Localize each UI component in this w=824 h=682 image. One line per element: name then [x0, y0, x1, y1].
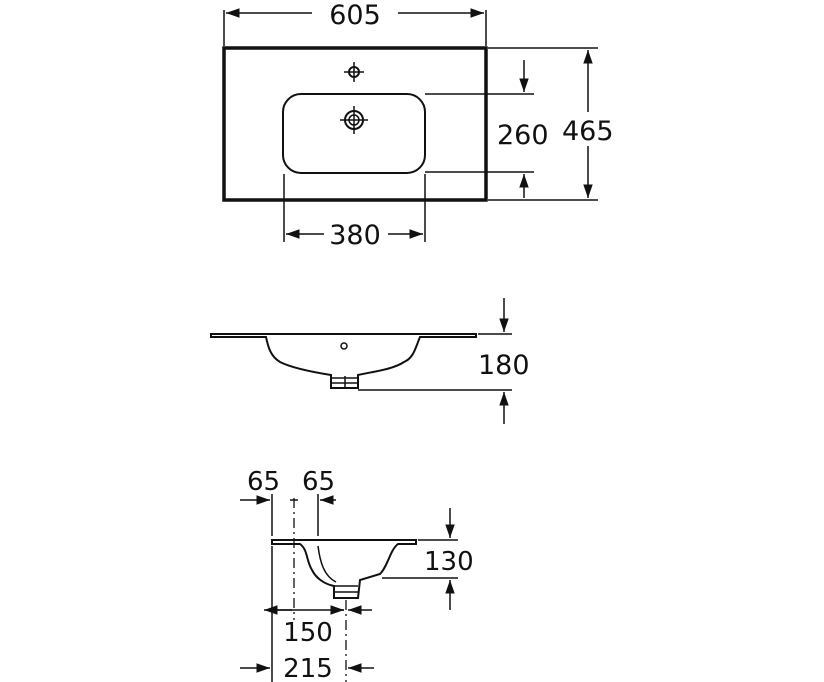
- depth-label: 465: [562, 116, 614, 147]
- bowl-depth-label: 260: [497, 120, 549, 151]
- dimension-150: 150: [264, 546, 372, 682]
- dimension-180: 180: [358, 298, 530, 424]
- drain-icon: [340, 106, 368, 134]
- front-view: 180: [210, 298, 530, 424]
- outer-label: 215: [283, 654, 333, 682]
- overflow-hole-icon: [340, 342, 348, 350]
- side-view: 65 65 130 150 215: [240, 467, 474, 682]
- left-offset-label: 65: [247, 467, 280, 497]
- dimension-380: 380: [283, 174, 426, 251]
- right-offset-label: 65: [302, 467, 335, 497]
- basin-profile-front: [210, 333, 477, 389]
- basin-section-side: [271, 539, 417, 599]
- top-view: 605 465 260 380: [222, 0, 614, 251]
- dimension-130: 130: [382, 508, 474, 610]
- bowl-width-label: 380: [329, 220, 381, 251]
- dimension-215: 215: [240, 654, 374, 682]
- width-label: 605: [329, 0, 381, 31]
- inner-label: 150: [283, 618, 333, 648]
- dimension-65-65: 65 65: [240, 467, 336, 536]
- dimension-260: 260: [425, 60, 549, 198]
- basin-outline-top: [222, 46, 488, 202]
- side-height-label: 130: [424, 547, 474, 577]
- dimension-465: 465: [488, 47, 614, 201]
- dimension-605: 605: [223, 0, 487, 46]
- bowl-outline-top: [282, 93, 426, 174]
- front-height-label: 180: [478, 350, 530, 381]
- tap-hole-icon: [344, 62, 364, 82]
